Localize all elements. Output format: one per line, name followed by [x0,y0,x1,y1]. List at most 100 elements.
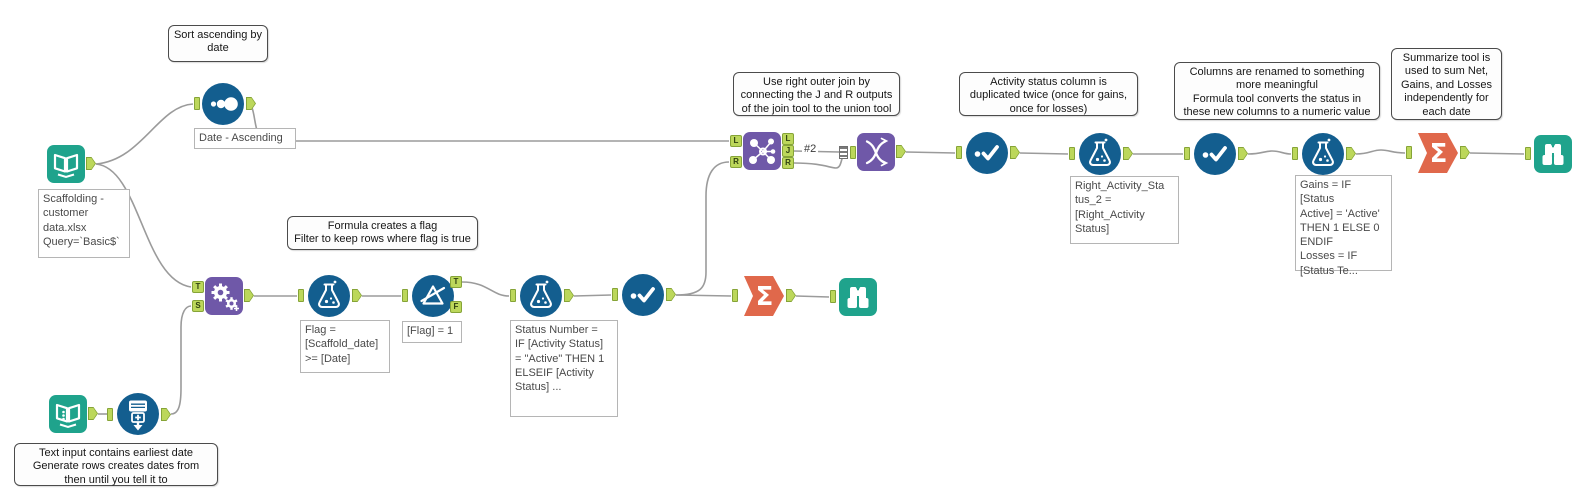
input-anchor-formula2[interactable] [510,289,516,302]
input-anchor-select3[interactable] [1184,147,1190,160]
output-anchor-select3[interactable] [1238,147,1248,160]
output-anchor-summarize2[interactable] [786,289,796,302]
sort-icon [202,83,244,125]
annotation-input-data[interactable]: Scaffolding - customer data.xlsx Query=`… [38,189,130,258]
summarize-tool-branch[interactable]: Σ [741,274,785,318]
sort-tool[interactable] [201,82,245,126]
output-anchor-formula1[interactable] [352,289,362,302]
join-j-output-anchor[interactable]: J [782,145,794,157]
output-anchor-formula2[interactable] [564,289,574,302]
formula-tool-right-activity[interactable] [1078,132,1122,176]
join-r-output-anchor[interactable]: R [782,157,794,169]
input-anchor-summarize1[interactable] [1406,146,1412,159]
output-anchor-select1[interactable] [666,288,676,301]
select-tool-2[interactable] [965,131,1009,175]
join-tool[interactable] [743,132,781,170]
output-anchor-formula3[interactable] [1123,147,1133,160]
summarize-tool-main[interactable]: Σ [1415,131,1459,175]
wire-join-r-to-union [793,155,844,169]
union-tool[interactable] [857,133,895,171]
comment-activity-status[interactable]: Activity status column is duplicated twi… [959,72,1138,116]
wire-select1-to-join-r [675,161,730,296]
browse-icon [1534,135,1572,173]
comment-right-outer-join[interactable]: Use right outer join by connecting the J… [733,72,900,116]
input-anchor-browse2[interactable] [830,290,836,303]
input-anchor-formula3[interactable] [1069,147,1075,160]
formula-icon [1302,133,1344,175]
formula-tool-status[interactable] [519,274,563,318]
comment-text-input[interactable]: Text input contains earliest date Genera… [14,443,218,486]
input-anchor-summarize2[interactable] [732,289,738,302]
join-l-input-anchor[interactable]: L [730,135,742,147]
output-anchor-summarize1[interactable] [1460,146,1470,159]
formula-tool-gains-losses[interactable] [1301,132,1345,176]
output-anchor-append[interactable] [244,289,254,302]
wire-select3-to-formula4 [1247,150,1292,155]
formula-tool-flag[interactable] [307,274,351,318]
output-anchor-formula4[interactable] [1346,147,1356,160]
output-anchor-generate-rows[interactable] [161,408,171,421]
comment-sort[interactable]: Sort ascending by date [168,25,268,62]
annotation-formula-gains-losses[interactable]: Gains = IF [Status Active] = 'Active' TH… [1295,175,1392,277]
browse-tool-branch[interactable] [839,278,877,316]
browse-icon [839,278,877,316]
annotation-filter[interactable]: [Flag] = 1 [402,321,462,343]
wire-sort-to-join-l [247,103,729,142]
append-fields-tool[interactable] [205,277,243,315]
select-tool-3[interactable] [1193,132,1237,176]
wire-formula4-to-summarize1 [1355,149,1406,155]
wire-select2-to-formula3 [1019,152,1069,155]
connection-label: #2 [802,143,819,155]
output-anchor-union[interactable] [896,145,906,158]
select-icon [1194,133,1236,175]
input-anchor-generate-rows[interactable] [107,408,113,421]
filter-icon [412,275,454,317]
output-anchor-text-input[interactable] [88,407,98,420]
summarize-icon: Σ [744,276,784,316]
append-t-input-anchor[interactable]: T [192,281,204,293]
output-anchor-input-data[interactable] [86,157,96,170]
input-anchor-union[interactable] [850,146,856,159]
input-anchor-formula4[interactable] [1292,147,1298,160]
join-l-output-anchor[interactable]: L [782,133,794,145]
input-anchor-browse1[interactable] [1525,147,1531,160]
generate-rows-tool[interactable] [116,392,160,436]
input-anchor-formula1[interactable] [298,289,304,302]
wire-union-to-select2 [905,151,956,154]
filter-tool[interactable] [411,274,455,318]
input-anchor-sort[interactable] [194,97,200,110]
annotation-formula-status[interactable]: Status Number = IF [Activity Status] = "… [510,320,618,417]
browse-tool-main[interactable] [1534,135,1572,173]
select-icon [966,132,1008,174]
wire-filter-t-to-formula2 [461,281,510,297]
select-tool-1[interactable] [621,273,665,317]
annotation-formula-flag[interactable]: Flag = [Scaffold_date] >= [Date] [300,320,390,373]
union-icon [857,133,895,171]
wire-input-to-append-t [95,163,192,288]
filter-f-output-anchor[interactable]: F [450,301,462,313]
wire-formula2-to-select1 [573,294,612,297]
text-input-tool[interactable] [49,395,87,433]
output-anchor-sort[interactable] [246,97,256,110]
svg-text:Σ: Σ [756,282,774,312]
annotation-sort[interactable]: Date - Ascending [194,128,296,149]
join-r-input-anchor[interactable]: R [730,156,742,168]
text-input-icon [49,395,87,433]
annotation-formula-right-activity[interactable]: Right_Activity_Sta tus_2 = [Right_Activi… [1070,176,1179,244]
append-s-input-anchor[interactable]: S [192,300,204,312]
filter-t-output-anchor[interactable]: T [450,276,462,288]
formula-icon [308,275,350,317]
svg-text:Σ: Σ [1430,139,1448,169]
input-anchor-select2[interactable] [956,146,962,159]
formula-icon [520,275,562,317]
join-icon [743,132,781,170]
output-anchor-select2[interactable] [1010,146,1020,159]
summarize-icon: Σ [1418,133,1458,173]
comment-columns-renamed[interactable]: Columns are renamed to something more me… [1174,62,1380,120]
input-anchor-filter[interactable] [402,289,408,302]
input-anchor-select1[interactable] [612,288,618,301]
comment-formula-filter[interactable]: Formula creates a flag Filter to keep ro… [287,216,478,250]
input-data-tool[interactable] [47,145,85,183]
comment-summarize[interactable]: Summarize tool is used to sum Net, Gains… [1391,48,1502,120]
